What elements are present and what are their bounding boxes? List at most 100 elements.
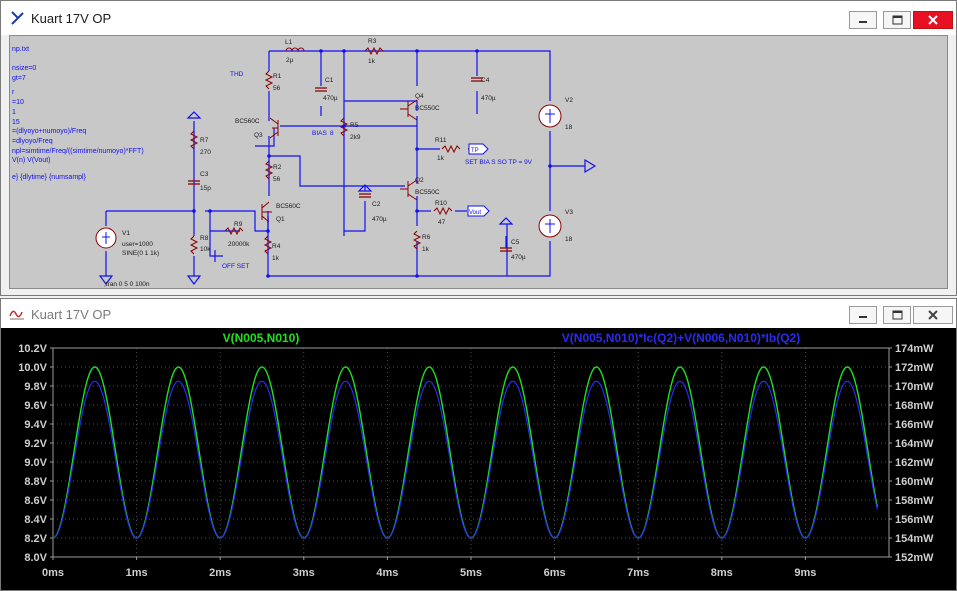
inductor-l1 [285, 47, 305, 52]
schematic-window: Kuart 17V OP np.txt nsize=0 gt=7 r =10 1… [0, 0, 957, 296]
capacitor-c3 [188, 180, 200, 185]
waveform-plot[interactable]: V(N005,N010) V(N005,N010)*Ic(Q2)+V(N006,… [1, 328, 956, 590]
label-r11-name: R11 [435, 137, 447, 144]
label-q4-name: Q4 [415, 93, 424, 100]
close-button[interactable] [913, 306, 953, 324]
schematic-wires [105, 50, 585, 277]
label-l1-value: 2µ [286, 57, 294, 64]
netlist-line: npl=simtime/Freq/((simtime/numoyo)*FFT) [12, 148, 144, 155]
y-left-tick-label: 9.0V [24, 457, 47, 469]
label-off-set: OFF SET [222, 263, 249, 270]
label-c5-value: 470µ [511, 254, 526, 261]
maximize-button[interactable] [883, 11, 911, 29]
y-right-tick-label: 168mW [895, 400, 934, 412]
label-v1-param: user=1000 [122, 241, 153, 248]
netlist-line: 15 [12, 119, 20, 126]
resistor-r1 [264, 70, 274, 90]
y-right-tick-label: 152mW [895, 552, 934, 564]
plot-traces [52, 366, 878, 539]
label-q2-type: BC550C [415, 189, 440, 196]
y-left-tick-label: 10.2V [18, 343, 47, 355]
x-tick-label: 3ms [293, 567, 315, 579]
x-tick-label: 2ms [209, 567, 231, 579]
label-r2-name: R2 [273, 164, 282, 171]
label-q3-name: Q3 [254, 132, 263, 139]
y-left-tick-label: 9.8V [24, 381, 47, 393]
x-tick-label: 4ms [376, 567, 398, 579]
waveform-titlebar[interactable]: Kuart 17V OP [1, 299, 956, 329]
label-c1-name: C1 [325, 77, 334, 84]
schematic-canvas[interactable]: np.txt nsize=0 gt=7 r =10 1 15 =(dlyoyo+… [9, 35, 948, 289]
ltspice-waveform-icon [9, 310, 24, 320]
window-title: Kuart 17V OP [31, 307, 112, 322]
x-tick-label: 6ms [544, 567, 566, 579]
y-left-tick-label: 9.2V [24, 438, 47, 450]
capacitor-symbols [188, 77, 512, 252]
label-c4-name: C4 [481, 77, 490, 84]
transistor-q4 [400, 99, 418, 121]
capacitor-c4 [471, 77, 483, 82]
label-r8-name: R8 [200, 235, 209, 242]
ground-icon [357, 184, 373, 192]
label-r9-name: R9 [234, 221, 243, 228]
label-c4-value: 470µ [481, 95, 496, 102]
ground-icon [186, 275, 202, 285]
label-q1-type: BC560C [276, 203, 301, 210]
label-l1-name: L1 [285, 39, 293, 46]
netlist-line: =10 [12, 99, 24, 106]
maximize-button[interactable] [883, 306, 911, 324]
y-right-tick-label: 172mW [895, 362, 934, 374]
label-r11-value: 1k [437, 155, 445, 162]
label-vout: Vout [469, 210, 481, 216]
netlist-line: gt=7 [12, 75, 26, 82]
label-v1-name: V1 [122, 230, 130, 237]
x-tick-label: 5ms [460, 567, 482, 579]
y-left-tick-label: 8.8V [24, 476, 47, 488]
schematic-titlebar[interactable]: Kuart 17V OP [1, 1, 956, 35]
label-v3-value: 18 [565, 236, 573, 243]
resistor-symbols [189, 46, 461, 255]
x-tick-label: 0ms [42, 567, 64, 579]
x-tick-label: 7ms [627, 567, 649, 579]
label-set-bias: SET BIA S SO TP = 9V [465, 159, 533, 166]
y-right-tick-label: 158mW [895, 495, 934, 507]
y-left-tick-label: 9.4V [24, 419, 47, 431]
legend-series-2[interactable]: V(N005,N010)*Ic(Q2)+V(N006,N010)*Ib(Q2) [562, 331, 800, 345]
netlist-line: np.txt [12, 46, 29, 53]
resistor-r4 [263, 235, 273, 255]
minimize-button[interactable] [849, 306, 877, 324]
trace-left-series[interactable] [52, 366, 878, 539]
capacitor-c5 [500, 247, 512, 252]
label-r5-value: 2k9 [350, 134, 361, 141]
label-q2-name: Q2 [415, 177, 424, 184]
resistor-r10 [433, 206, 453, 216]
minimize-icon [859, 316, 867, 318]
label-v2-value: 18 [565, 124, 573, 131]
minimize-button[interactable] [849, 11, 877, 29]
ground-icon [498, 217, 514, 225]
resistor-r8 [189, 235, 199, 255]
label-r6-name: R6 [422, 234, 431, 241]
restore-icon [892, 310, 903, 320]
capacitor-c1 [315, 87, 327, 92]
transistor-symbols [261, 99, 418, 223]
label-v2-name: V2 [565, 97, 573, 104]
transistor-q1 [261, 201, 272, 223]
transistor-q2 [400, 179, 418, 201]
close-button[interactable] [913, 11, 953, 29]
legend-series-1[interactable]: V(N005,N010) [223, 331, 300, 345]
y-right-tick-label: 162mW [895, 457, 934, 469]
waveform-window: Kuart 17V OP V(N005,N010) V(N005,N010)*I… [0, 298, 957, 591]
y-right-tick-label: 160mW [895, 476, 934, 488]
label-v1-source: SINE(0 1 1k) [122, 250, 159, 257]
y-right-tick-label: 164mW [895, 438, 934, 450]
label-r10-name: R10 [435, 200, 447, 207]
close-icon [928, 310, 938, 320]
label-tp: TP [471, 148, 479, 154]
netlist-line: r [12, 89, 15, 96]
y-right-tick-label: 174mW [895, 343, 934, 355]
waveform-chart[interactable]: V(N005,N010) V(N005,N010)*Ic(Q2)+V(N006,… [1, 328, 956, 590]
capacitor-c2 [359, 193, 371, 198]
label-r10-value: 47 [438, 219, 446, 226]
trace-right-series[interactable] [52, 380, 878, 539]
